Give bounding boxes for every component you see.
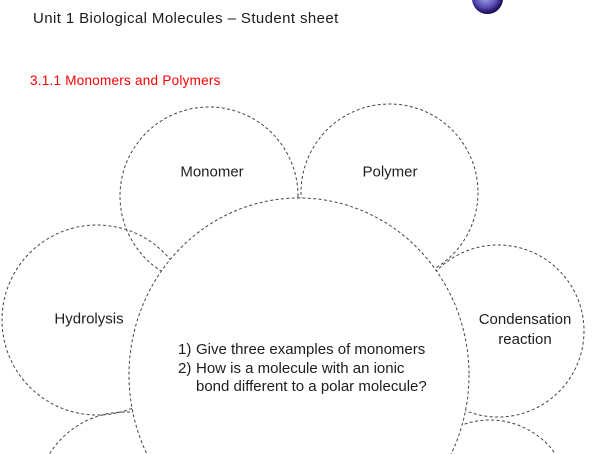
question-item-1: 1) Give three examples of monomers [178,341,427,360]
polymer-label: Polymer [362,163,418,181]
hydrolysis-label: Hydrolysis [54,310,124,328]
question-2-line-1: How is a molecule with an ionic [196,359,405,377]
question-2-number: 2) [178,359,192,377]
question-item-2: 2) How is a molecule with an ionic bond … [178,360,427,397]
polymer-circle [300,103,479,282]
bottom-left-circle [48,411,202,454]
monomer-label: Monomer [180,163,244,181]
questions-list: 1) Give three examples of monomers 2) Ho… [178,341,427,397]
question-1-line-1: Give three examples of monomers [196,341,426,358]
page-title: Unit 1 Biological Molecules – Student sh… [33,10,339,27]
monomer-circle [119,106,299,286]
section-heading: 3.1.1 Monomers and Polymers [30,73,221,88]
condensation-label-line1: Condensation [478,311,572,328]
question-2-text: How is a molecule with an ionic bond dif… [196,360,427,397]
condensation-circle [411,244,585,418]
condensation-reaction-label: Condensation reaction [479,310,572,350]
condensation-label-line2: reaction [498,331,552,348]
question-1-text: Give three examples of monomers [196,341,425,360]
question-2-line-2: bond different to a polar molecule? [196,378,427,395]
globe-logo-icon [472,0,503,14]
central-circle [128,197,470,454]
question-1-number: 1) [178,341,192,358]
